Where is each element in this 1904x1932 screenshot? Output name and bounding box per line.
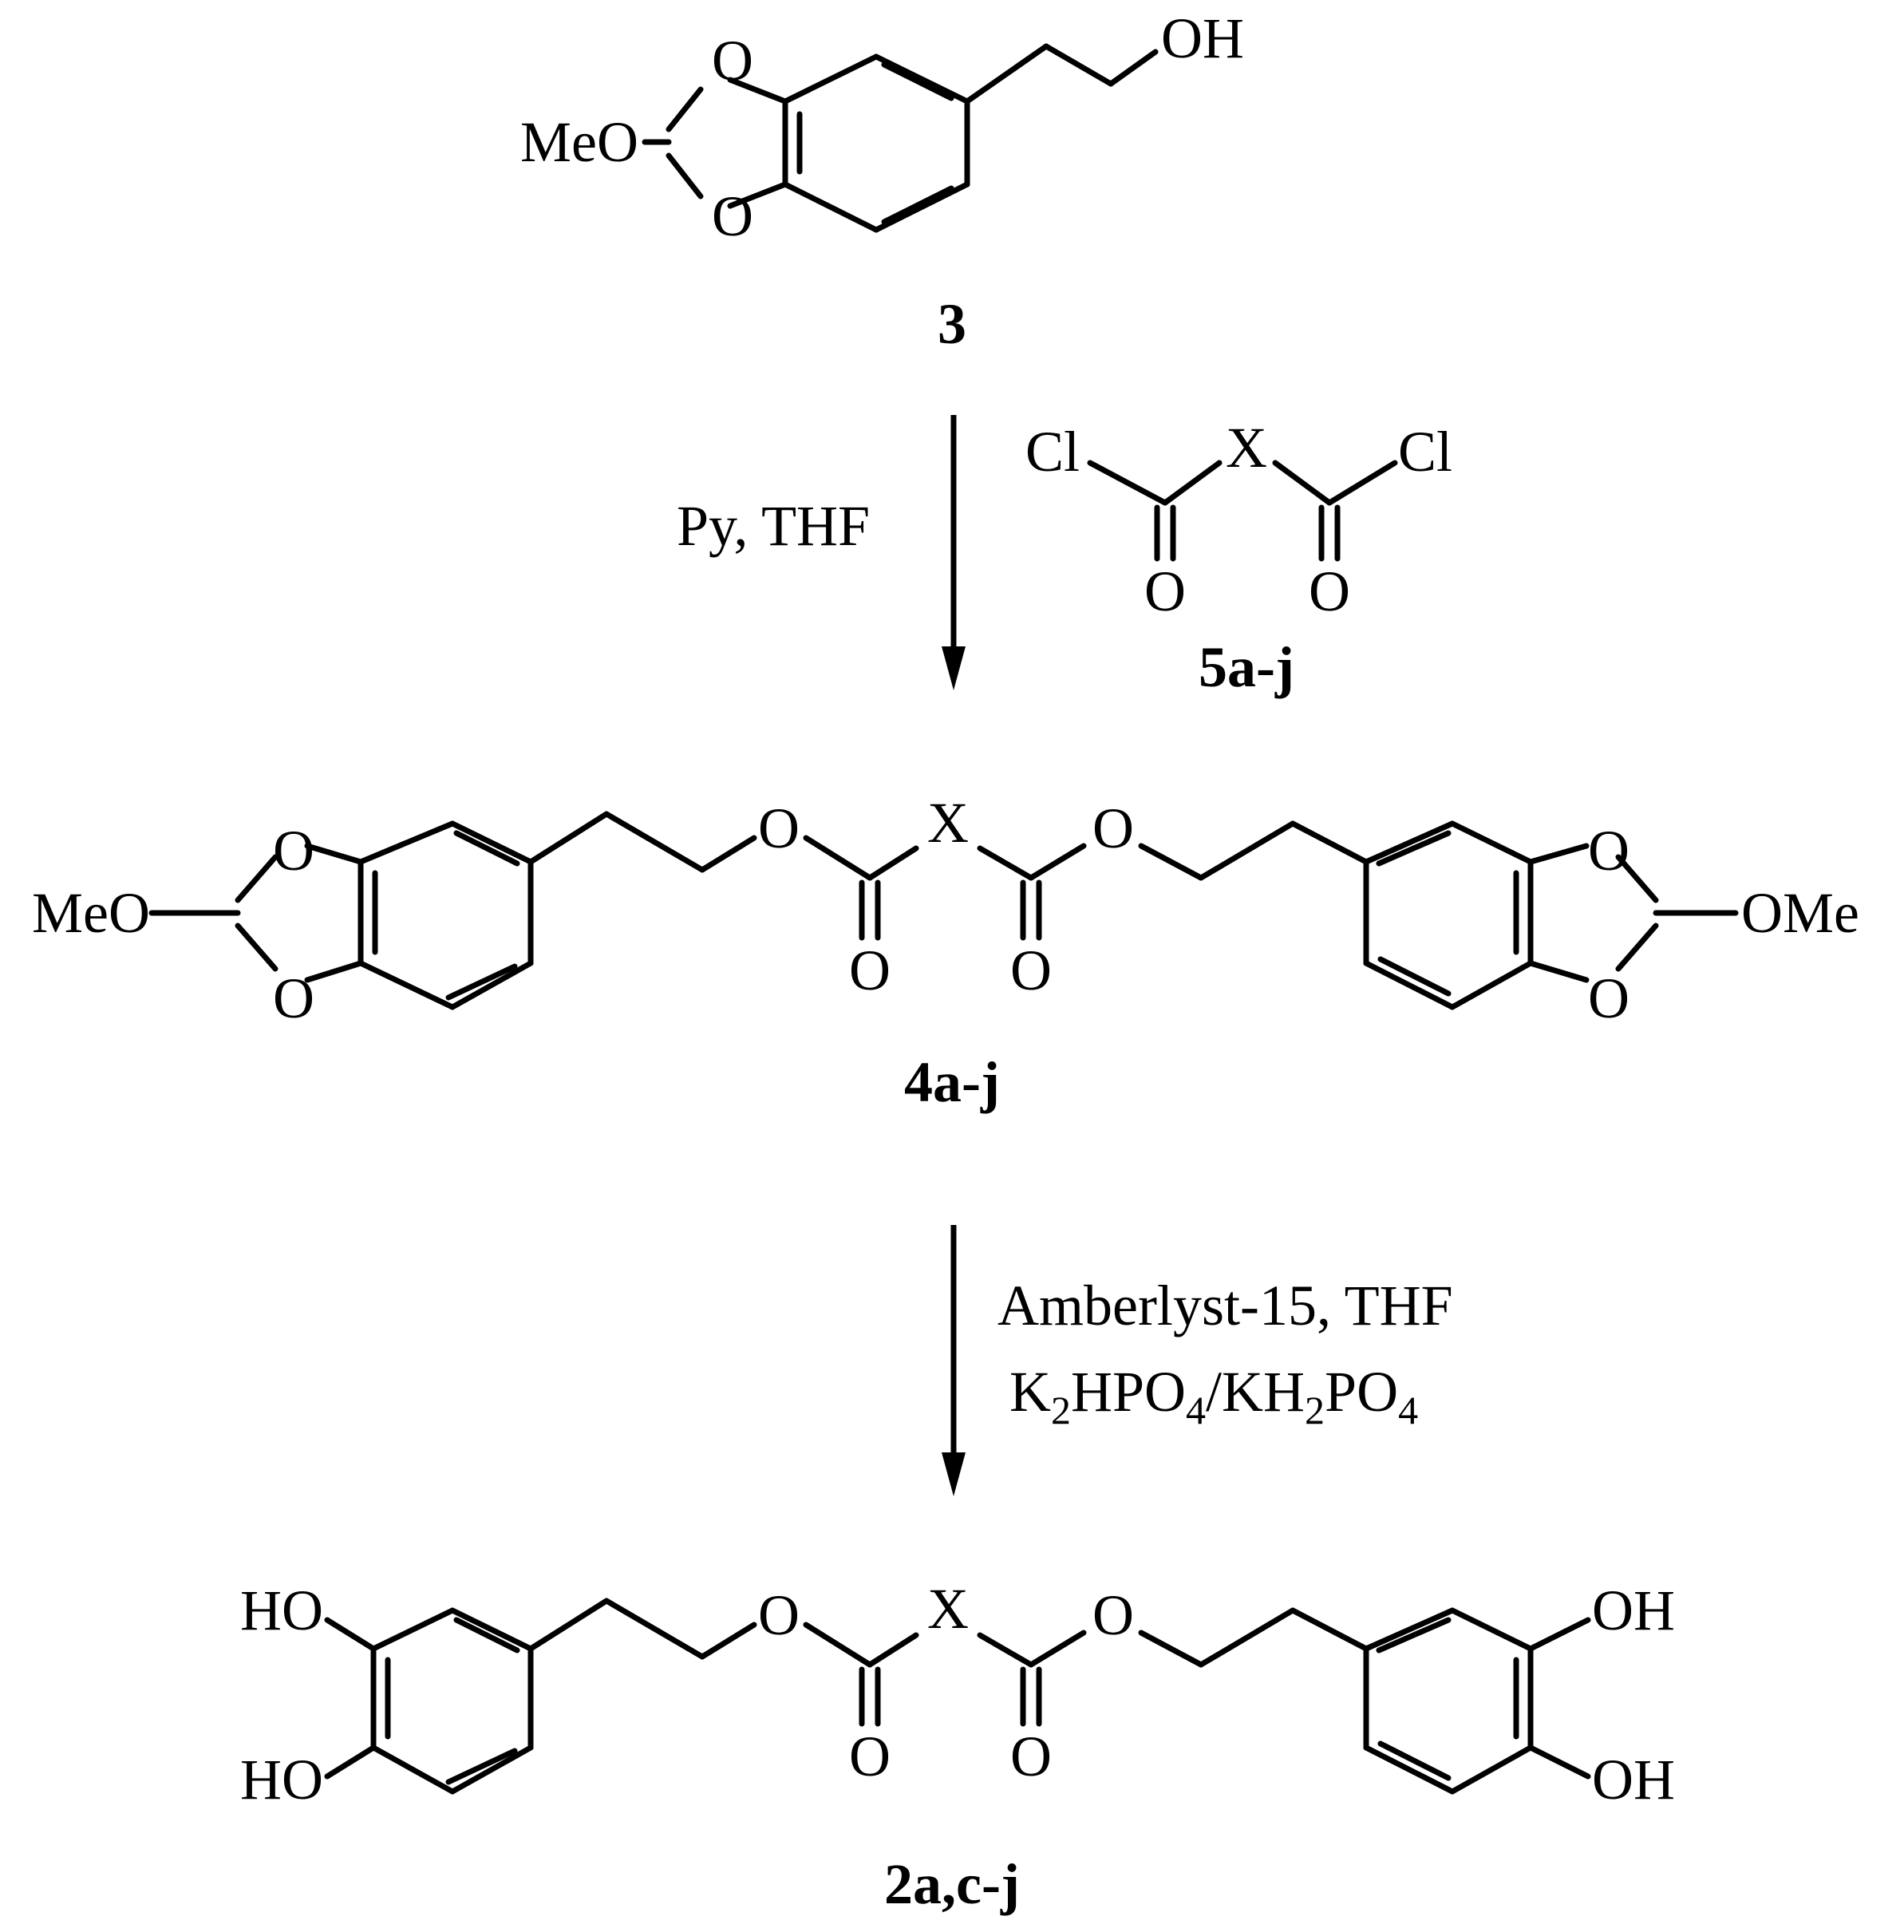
reaction-arrow-1 <box>942 415 966 690</box>
hydroxyl-left-bottom: HO <box>240 1748 323 1811</box>
step2-conditions-line1: Amberlyst-15, THF <box>997 1274 1453 1337</box>
linker-x-label: X <box>1226 416 1267 480</box>
dioxole-oxygen-top: O <box>712 29 753 93</box>
hydroxyl-label: OH <box>1161 6 1244 70</box>
compound-2-bonds <box>324 1598 1591 1795</box>
carbonyl-oxygen-left: O <box>849 938 891 1002</box>
ester-oxygen-left: O <box>758 1583 800 1647</box>
carbonyl-oxygen-right: O <box>1010 1725 1052 1788</box>
hydroxyl-right-top: OH <box>1592 1578 1675 1642</box>
chlorine-left: Cl <box>1025 420 1080 484</box>
compound-3-bonds <box>642 43 1159 233</box>
methoxy-label: MeO <box>520 110 638 174</box>
compound-label-3: 3 <box>938 292 966 356</box>
ester-oxygen-right: O <box>1092 796 1134 860</box>
step2-conditions-line2: K2HPO4/KH2PO4 <box>1009 1360 1418 1432</box>
compound-5-structure: Cl X Cl O O 5a-j <box>1025 416 1452 699</box>
linker-x-label: X <box>927 1577 969 1641</box>
compound-4-structure: MeO O O O O X O O O O OMe 4a-j <box>32 791 1859 1114</box>
reaction-arrow-2 <box>942 1225 966 1496</box>
ester-oxygen-right: O <box>1092 1583 1134 1647</box>
carbonyl-oxygen-left: O <box>849 1725 891 1788</box>
hydroxyl-left-top: HO <box>240 1578 323 1642</box>
methoxy-right-label: OMe <box>1741 881 1859 945</box>
compound-5-bonds <box>1087 460 1398 562</box>
dioxole-oxygen-bottom: O <box>712 184 753 248</box>
compound-2-structure: HO HO O O X O O OH OH 2a,c-j <box>240 1577 1675 1916</box>
step1-conditions: Py, THF <box>677 494 870 558</box>
carbonyl-oxygen-right: O <box>1010 938 1052 1002</box>
methoxy-left-label: MeO <box>32 881 150 945</box>
compound-label-4a-j: 4a-j <box>904 1050 1000 1114</box>
compound-label-5a-j: 5a-j <box>1199 635 1294 699</box>
compound-3-structure: MeO O O OH 3 <box>520 6 1244 356</box>
carbonyl-oxygen-left: O <box>1144 559 1186 623</box>
dioxole-oxygen-left-bottom: O <box>273 966 314 1030</box>
chlorine-right: Cl <box>1398 420 1452 484</box>
hydroxyl-right-bottom: OH <box>1592 1748 1675 1811</box>
dioxole-oxygen-left-top: O <box>273 819 314 883</box>
ester-oxygen-left: O <box>758 796 800 860</box>
carbonyl-oxygen-right: O <box>1309 559 1350 623</box>
linker-x-label: X <box>927 791 969 855</box>
dioxole-oxygen-right-bottom: O <box>1588 966 1629 1030</box>
compound-4-bonds <box>148 811 1739 1010</box>
compound-label-2a-c-j: 2a,c-j <box>884 1852 1020 1916</box>
dioxole-oxygen-right-top: O <box>1588 819 1629 883</box>
